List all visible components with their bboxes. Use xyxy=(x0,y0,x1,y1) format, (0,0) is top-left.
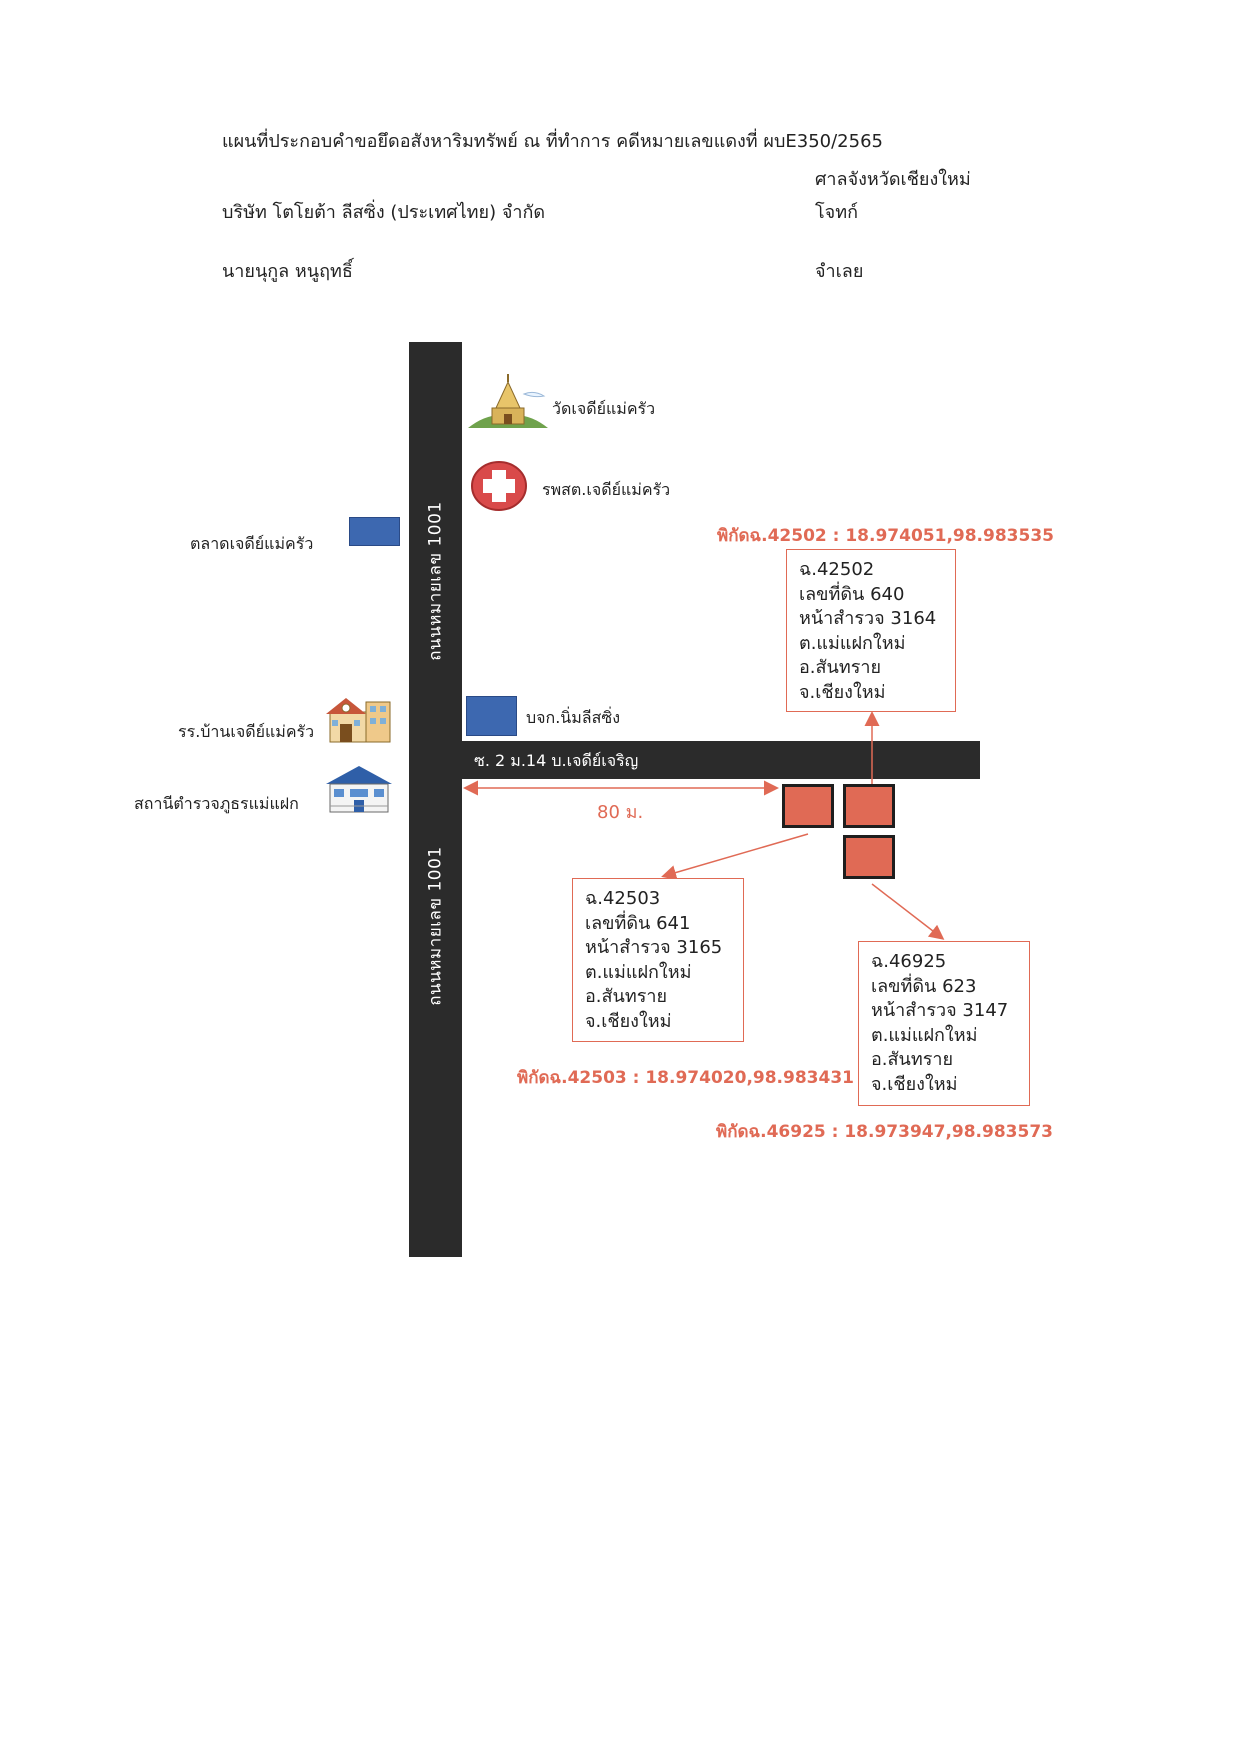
parcel-1-survey-page: หน้าสำรวจ 3164 xyxy=(799,608,937,629)
parcel-1-province: จ.เชียงใหม่ xyxy=(799,681,886,703)
side-road: ซ. 2 ม.14 บ.เจดีย์เจริญ xyxy=(462,741,980,779)
parcel-2-info-box: ฉ.42503 เลขที่ดิน 641 หน้าสำรวจ 3165 ต.แ… xyxy=(572,878,744,1042)
parcel-3-subdistrict: ต.แม่แฝกใหม่ xyxy=(871,1024,978,1046)
school-icon xyxy=(326,698,391,743)
parcel-3-district: อ.สันทราย xyxy=(871,1049,954,1070)
parcel-2-province: จ.เชียงใหม่ xyxy=(585,1010,672,1032)
market-marker xyxy=(349,517,400,546)
parcel-3-land-no: เลขที่ดิน 623 xyxy=(871,975,977,997)
leasing-company-marker xyxy=(466,696,517,736)
school-label: รร.บ้านเจดีย์แม่ครัว xyxy=(178,722,315,741)
market-label: ตลาดเจดีย์แม่ครัว xyxy=(190,534,314,553)
hospital-icon xyxy=(471,461,527,511)
parcel-1-land-no: เลขที่ดิน 640 xyxy=(799,583,905,605)
parcel-2-coordinates: พิกัดฉ.42503 : 18.974020,98.983431 xyxy=(517,1068,854,1088)
plaintiff-name: บริษัท โตโยต้า ลีสซิ่ง (ประเทศไทย) จำกัด xyxy=(222,202,546,223)
defendant-role: จำเลย xyxy=(815,261,864,282)
parcel-3-info-box: ฉ.46925 เลขที่ดิน 623 หน้าสำรวจ 3147 ต.แ… xyxy=(858,941,1030,1106)
plaintiff-role: โจทก์ xyxy=(815,202,858,223)
parcel-42503-plot xyxy=(782,784,834,828)
parcel-2-deed: ฉ.42503 xyxy=(585,888,661,909)
parcel-3-survey-page: หน้าสำรวจ 3147 xyxy=(871,1000,1009,1021)
parcel-2-survey-page: หน้าสำรวจ 3165 xyxy=(585,937,723,958)
parcel-1-info-box: ฉ.42502 เลขที่ดิน 640 หน้าสำรวจ 3164 ต.แ… xyxy=(786,549,956,712)
document-title: แผนที่ประกอบคำขอยึดอสังหาริมทรัพย์ ณ ที่… xyxy=(222,131,883,152)
parcel-46925-plot xyxy=(843,835,895,879)
leasing-company-label: บจก.นิ่มลีสซิ่ง xyxy=(526,708,621,727)
parcel-2-subdistrict: ต.แม่แฝกใหม่ xyxy=(585,961,692,983)
parcel-3-deed: ฉ.46925 xyxy=(871,951,947,972)
parcel-3-arrow xyxy=(871,883,945,940)
parcel-2-district: อ.สันทราย xyxy=(585,986,668,1007)
parcel-1-subdistrict: ต.แม่แฝกใหม่ xyxy=(799,632,906,654)
parcel-3-coordinates: พิกัดฉ.46925 : 18.973947,98.983573 xyxy=(716,1122,1053,1142)
court-name: ศาลจังหวัดเชียงใหม่ xyxy=(815,169,971,190)
parcel-1-coordinates: พิกัดฉ.42502 : 18.974051,98.983535 xyxy=(717,526,1054,546)
parcel-42502-plot xyxy=(843,784,895,828)
defendant-name: นายนุกูล หนูฤทธิ์ xyxy=(222,261,353,282)
health-center-label: รพสต.เจดีย์แม่ครัว xyxy=(542,480,671,499)
police-station-label: สถานีตำรวจภูธรแม่แฝก xyxy=(134,794,299,813)
temple-label: วัดเจดีย์แม่ครัว xyxy=(552,399,656,418)
temple-icon xyxy=(468,374,548,428)
main-road: ถนนหมายเลข 1001 ถนนหมายเลข 1001 xyxy=(409,342,462,1257)
side-road-label: ซ. 2 ม.14 บ.เจดีย์เจริญ xyxy=(474,751,639,770)
parcel-1-district: อ.สันทราย xyxy=(799,657,882,678)
distance-label: 80 ม. xyxy=(597,802,644,823)
parcel-3-province: จ.เชียงใหม่ xyxy=(871,1073,958,1095)
parcel-2-arrow xyxy=(661,833,809,880)
parcel-1-deed: ฉ.42502 xyxy=(799,559,875,580)
police-station-icon xyxy=(326,766,392,813)
parcel-2-land-no: เลขที่ดิน 641 xyxy=(585,912,691,934)
